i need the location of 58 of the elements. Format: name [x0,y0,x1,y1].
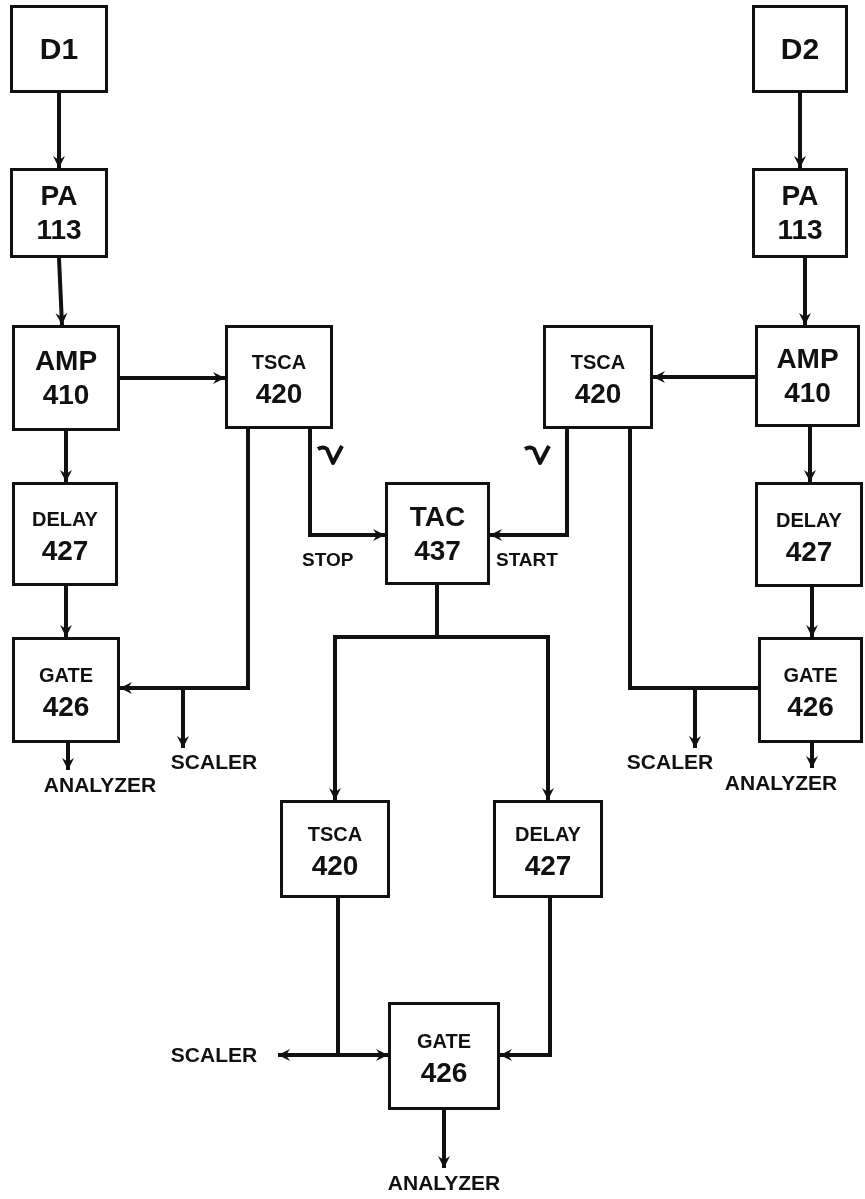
box-label: DELAY 427 [775,507,843,569]
box-label: GATE 426 [782,663,839,724]
connector-arrow [177,429,250,748]
process-box [543,325,653,429]
process-box [12,325,120,431]
connector-arrow [278,898,340,1061]
box-label: TAC 437 [408,499,467,568]
connector-arrow [60,586,72,637]
process-box [225,325,333,429]
connector-arrow [435,585,554,800]
box-label: D2 [780,31,820,67]
output-label: ANALYZER [724,770,838,796]
connector-arrow [806,743,818,768]
connector-arrow [62,743,74,770]
connector-arrow [308,429,385,541]
process-box [388,1002,500,1110]
process-box [755,482,863,587]
process-box [280,800,390,898]
connector-arrow [628,429,701,748]
output-label: ANALYZER [43,772,157,798]
process-box [755,325,860,427]
connector-arrow [53,93,65,168]
process-box [12,482,118,586]
process-box [10,168,108,258]
box-label: AMP 410 [33,344,99,412]
connector-arrow [60,431,72,482]
process-box [12,637,120,743]
process-box [752,168,848,258]
output-label: ANALYZER [387,1170,501,1196]
box-label: GATE 426 [415,1029,473,1090]
process-box [385,482,490,585]
box-label: AMP 410 [775,342,840,410]
process-box [758,637,863,743]
box-label: D1 [39,31,79,67]
connector-arrow [804,427,816,482]
connector-arrow [500,898,552,1061]
output-label: SCALER [170,749,258,775]
connector-arrow [490,429,569,541]
connector-arrow [653,371,755,383]
box-label: DELAY 427 [514,822,582,883]
process-box [10,5,108,93]
connector-arrow [55,257,68,326]
box-label: TSCA 420 [250,350,308,411]
connector-arrow [438,1110,450,1168]
box-label: PA 113 [35,179,83,247]
box-label: TSCA 420 [569,350,627,411]
box-label: GATE 426 [37,663,95,724]
box-label: PA 113 [776,179,824,247]
connector-arrow [120,372,225,384]
connector-arrow [799,258,811,325]
box-label: TSCA 420 [306,822,364,883]
connector-arrow [794,93,806,168]
output-label: SCALER [626,749,714,775]
output-label: SCALER [170,1042,258,1068]
process-box [752,5,848,93]
box-label: DELAY 427 [31,507,99,568]
process-box [493,800,603,898]
connector-arrow [806,587,818,637]
